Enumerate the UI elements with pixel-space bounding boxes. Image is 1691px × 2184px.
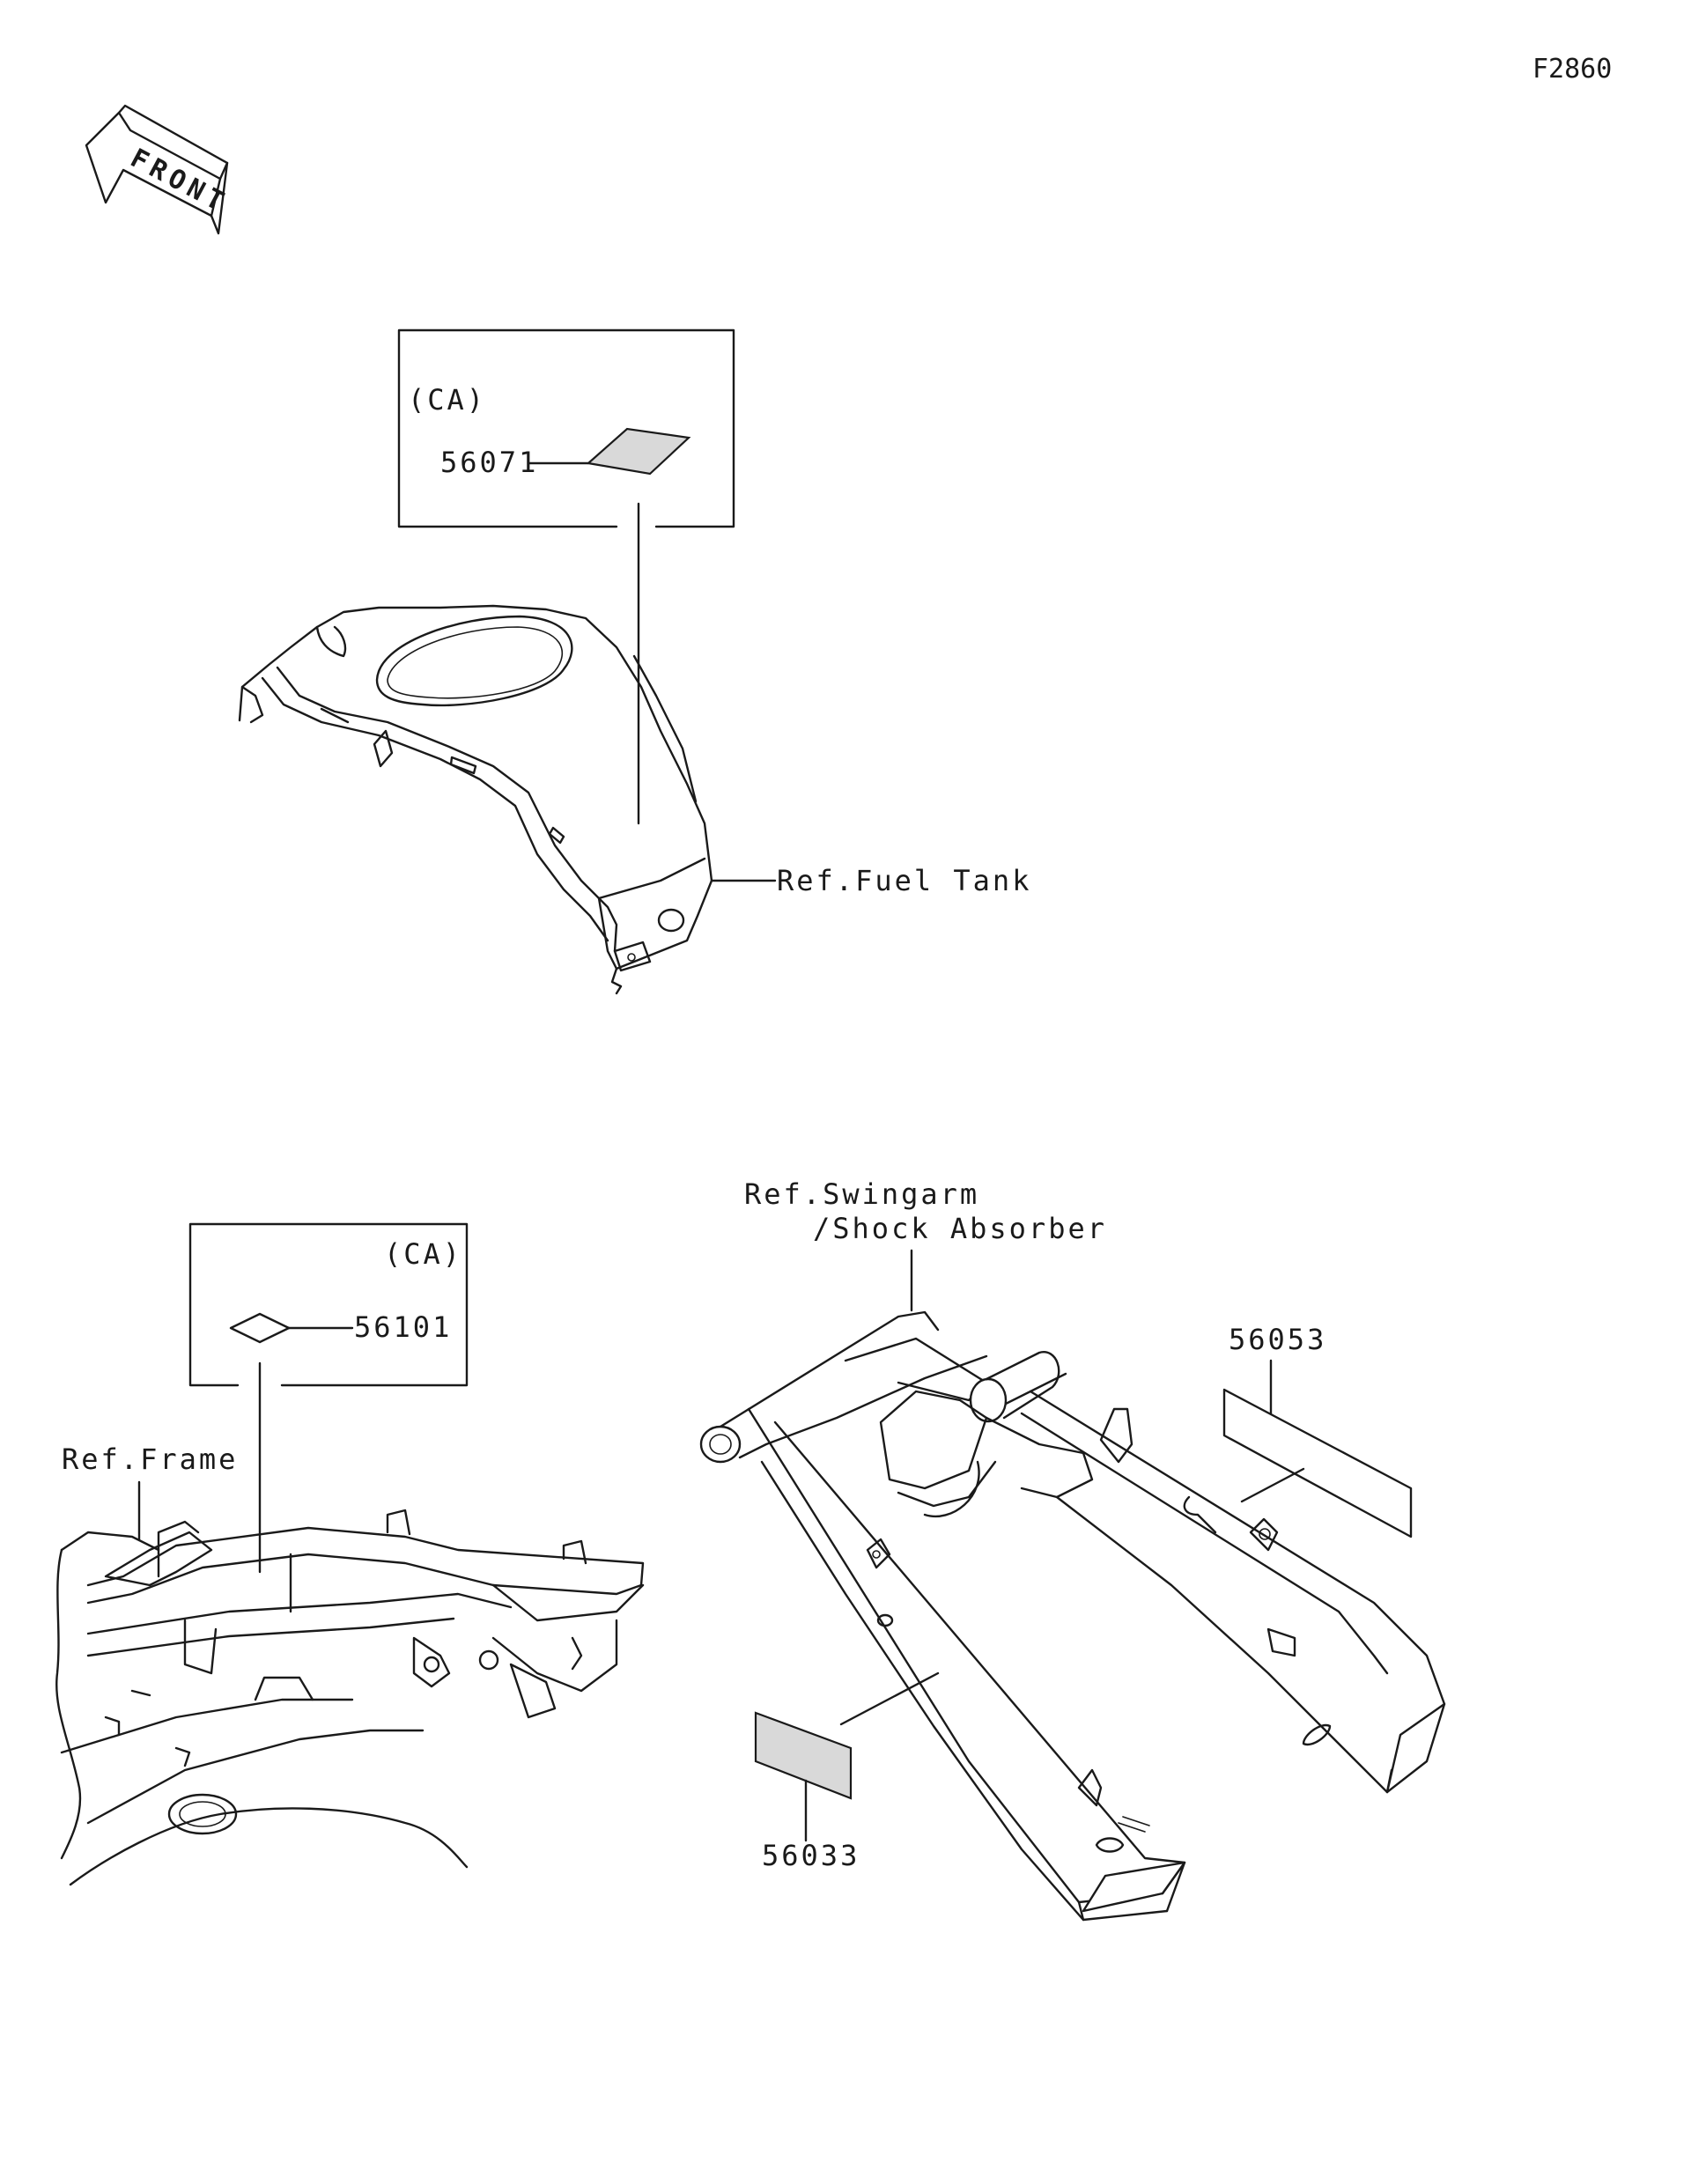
frame-variant: (CA): [384, 1237, 462, 1271]
decal-icon: [229, 1312, 291, 1344]
swingarm-ref-label-line2: /Shock Absorber: [813, 1212, 1107, 1245]
swingarm-label-left-number: 56033: [762, 1839, 860, 1872]
swingarm-ref-label-line1: Ref.Swingarm: [744, 1177, 979, 1211]
swingarm-drawing: [699, 1310, 1446, 1922]
fuel-tank-cover-drawing: [238, 604, 713, 995]
figure-code: F2860: [1532, 54, 1612, 85]
frame-callout-box: (CA) 56101: [188, 1222, 469, 1574]
frame-ref-label: Ref.Frame: [62, 1442, 238, 1476]
fuel-tank-variant: (CA): [408, 383, 486, 417]
fuel-tank-ref-label: Ref.Fuel Tank: [777, 864, 1031, 897]
decal-icon: [586, 427, 691, 476]
front-arrow-icon: FRONT: [85, 104, 233, 235]
swingarm-label-right-number: 56053: [1229, 1323, 1326, 1356]
fuel-tank-callout-box: (CA) 56071: [397, 328, 735, 825]
decal-icon: [1222, 1388, 1413, 1538]
decal-icon: [754, 1711, 853, 1800]
fuel-tank-part-number: 56071: [440, 446, 538, 479]
frame-part-number: 56101: [354, 1310, 452, 1344]
frame-drawing: [55, 1509, 645, 1886]
